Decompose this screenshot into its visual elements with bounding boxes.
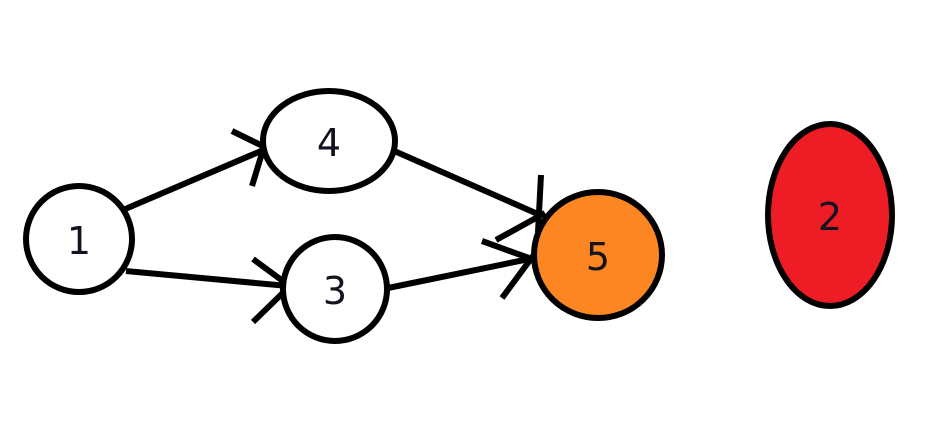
- edge-1-4-shaft: [121, 145, 270, 213]
- edge-3-5-shaft: [387, 255, 535, 291]
- node-1-label: 1: [67, 219, 91, 263]
- node-4-label: 4: [317, 121, 341, 165]
- edge-4-5-shaft: [390, 147, 542, 218]
- node-3-label: 3: [323, 269, 347, 313]
- node-3[interactable]: 3: [280, 234, 390, 344]
- node-2[interactable]: 2: [765, 121, 895, 309]
- node-5[interactable]: 5: [531, 189, 665, 321]
- edges-layer: [121, 128, 547, 325]
- edge-3-to-5[interactable]: [387, 238, 542, 300]
- node-3-shape[interactable]: [280, 234, 390, 344]
- edge-3-5-arrowhead: [480, 238, 542, 300]
- edge-4-5-arrowhead: [494, 174, 547, 243]
- node-2-label: 2: [818, 195, 842, 239]
- edge-4-to-5[interactable]: [390, 147, 547, 243]
- node-4-shape[interactable]: [260, 88, 398, 194]
- node-5-label: 5: [586, 235, 610, 279]
- nodes-layer: 1 4 3 5 2: [23, 88, 895, 344]
- node-1[interactable]: 1: [23, 183, 135, 295]
- node-2-shape[interactable]: [765, 121, 895, 309]
- node-4[interactable]: 4: [260, 88, 398, 194]
- node-1-shape[interactable]: [23, 183, 135, 295]
- edge-1-to-4[interactable]: [121, 128, 279, 213]
- edge-1-3-shaft: [125, 268, 289, 289]
- node-5-shape[interactable]: [531, 189, 665, 321]
- edge-1-to-3[interactable]: [125, 256, 297, 325]
